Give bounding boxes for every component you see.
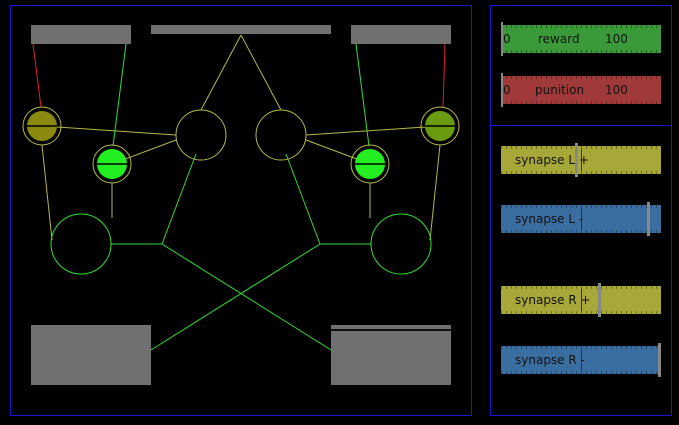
punition-label: punition (535, 83, 585, 97)
synapse-r-plus-handle[interactable] (598, 283, 602, 317)
right-sensor-bar (351, 25, 451, 44)
neuron-left-outer (22, 106, 62, 146)
neuron-left-inner (92, 144, 132, 184)
synapse-l-plus-label: synapse L + (515, 153, 589, 167)
right-motor-block (331, 325, 451, 385)
reward-max-label: 100 (605, 32, 628, 46)
reward-slider-handle[interactable] (501, 22, 503, 56)
reward-label: reward (538, 32, 580, 46)
synapse-r-minus-label: synapse R - (515, 353, 585, 367)
reward-min-label: 0 (503, 32, 511, 46)
synapse-l-plus-slider[interactable]: synapse L + (501, 143, 661, 177)
neuron-motor-right (370, 213, 432, 275)
synapse-r-minus-divider (581, 349, 582, 371)
sensor-red-wires (32, 43, 446, 108)
synapse-l-minus-divider (581, 208, 582, 230)
synapse-r-plus-label: synapse R + (515, 293, 591, 307)
punition-slider-handle[interactable] (501, 73, 503, 107)
neuron-right-outer (420, 106, 460, 146)
left-motor-block (31, 325, 151, 385)
synapse-r-plus-slider[interactable]: synapse R + (501, 283, 661, 317)
inhibitory-wires (41, 34, 441, 241)
punition-min-label: 0 (503, 83, 511, 97)
synapse-l-plus-divider (581, 149, 582, 171)
synapse-l-minus-handle[interactable] (647, 202, 650, 236)
left-sensor-bar (31, 25, 131, 44)
synapse-r-minus-handle[interactable] (658, 343, 661, 377)
reward-slider[interactable]: 0 reward 100 (501, 22, 661, 56)
synapse-l-minus-slider[interactable]: synapse L - (501, 202, 661, 236)
synapse-l-plus-handle[interactable] (574, 143, 578, 177)
synapse-l-minus-label: synapse L - (515, 212, 584, 226)
neuron-center-right (255, 109, 307, 161)
synapse-panel (490, 125, 672, 416)
excitatory-wires (111, 43, 371, 351)
punition-slider[interactable]: 0 punition 100 (501, 73, 661, 107)
synapse-r-minus-slider[interactable]: synapse R - (501, 343, 661, 377)
neuron-motor-left (50, 213, 112, 275)
center-sensor-bar (151, 25, 331, 34)
synapse-r-plus-divider (581, 289, 582, 311)
neuron-right-inner (350, 144, 390, 184)
network-view-panel (10, 5, 472, 416)
punition-max-label: 100 (605, 83, 628, 97)
neuron-center-left (175, 109, 227, 161)
